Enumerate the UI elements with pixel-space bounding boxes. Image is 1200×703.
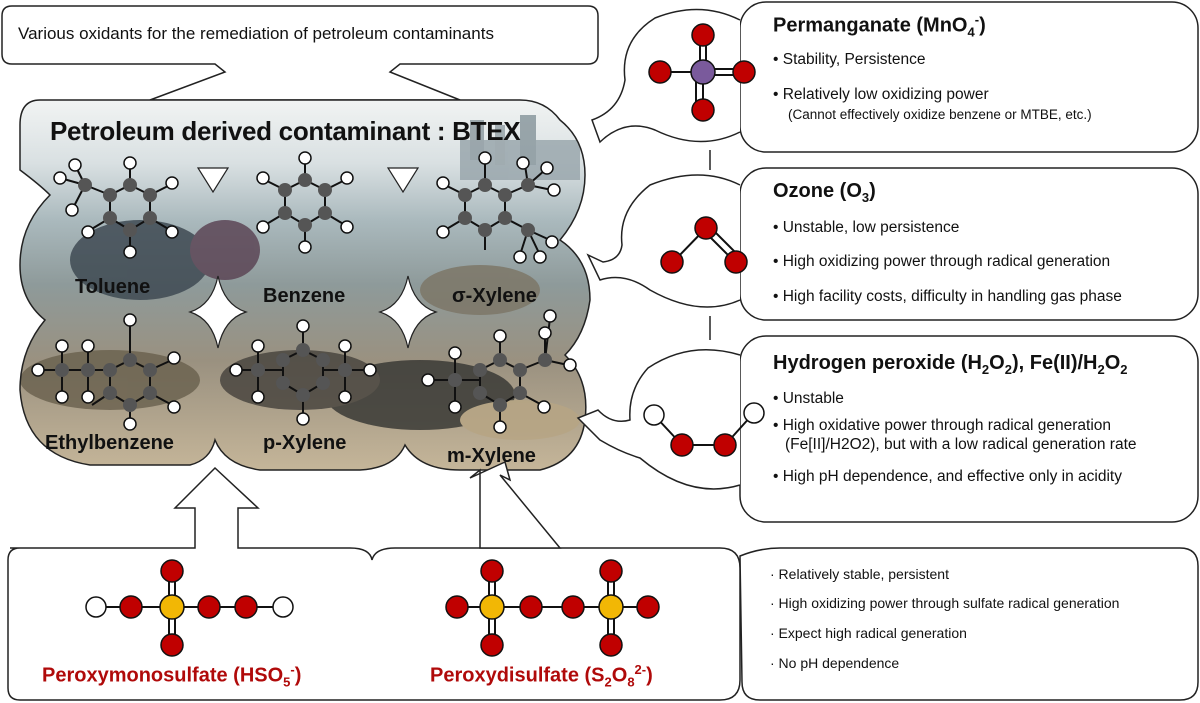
ozone-bullet: • Unstable, low persistence (773, 219, 960, 236)
pms-molecule (85, 559, 294, 657)
pds-label: Peroxydisulfate (S2O82-) (430, 662, 653, 690)
molecule-label-ethylbenzene: Ethylbenzene (45, 432, 174, 454)
ozone-bubble (586, 174, 741, 308)
peroxide-molecule (643, 402, 765, 457)
molecule-label-toluene: Toluene (75, 276, 151, 298)
persulfate-note: · High oxidizing power through sulfate r… (770, 595, 1120, 611)
triangle-marker (386, 167, 420, 194)
p-xylene-molecule (229, 319, 377, 426)
header-title: Various oxidants for the remediation of … (18, 24, 494, 43)
peroxide-bullet: • High oxidative power through radical g… (773, 417, 1112, 434)
permanganate-bullet: • Relatively low oxidizing power (773, 86, 989, 103)
persulfate-note: · Expect high radical generation (770, 625, 967, 641)
ozone-title: Ozone (O3) (773, 180, 876, 205)
persulfate-area (7, 460, 741, 701)
ozone-bullet: • High oxidizing power through radical g… (773, 253, 1111, 270)
persulfate-note: · Relatively stable, persistent (770, 566, 949, 582)
ethylbenzene-molecule (31, 313, 181, 431)
toluene-molecule (53, 156, 179, 259)
peroxide-bullet: • High pH dependence, and effective only… (773, 468, 1122, 485)
permanganate-bullet: • Stability, Persistence (773, 51, 926, 68)
permanganate-molecule (648, 23, 756, 122)
pms-label: Peroxymonosulfate (HSO5-) (42, 662, 302, 690)
molecule-label-m-xylene: m-Xylene (447, 445, 536, 467)
molecule-label-p-xylene: p-Xylene (263, 432, 347, 454)
permanganate-title: Permanganate (MnO4-) (773, 12, 986, 40)
pds-molecule (445, 559, 660, 657)
ozone-bullet: • High facility costs, difficulty in han… (773, 288, 1122, 305)
peroxide-bullet-continued: (Fe[II]/H2O2), but with a low radical ge… (785, 436, 1137, 453)
molecule-label-o-xylene: σ-Xylene (452, 285, 537, 307)
persulfate-notes-box (739, 547, 1199, 701)
persulfate-note: · No pH dependence (770, 655, 900, 671)
ozone-molecule (660, 216, 748, 274)
molecule-label-benzene: Benzene (263, 285, 346, 307)
m-xylene-molecule (421, 309, 577, 434)
diamond-marker (188, 275, 248, 349)
peroxide-title: Hydrogen peroxide (H2O2), Fe(II)/H2O2 (773, 352, 1128, 377)
o-xylene-molecule (436, 151, 561, 264)
permanganate-note: (Cannot effectively oxidize benzene or M… (788, 107, 1092, 122)
peroxide-bullet: • Unstable (773, 390, 844, 407)
diamond-marker (378, 275, 438, 349)
header-callout (1, 5, 599, 101)
triangle-marker (196, 167, 230, 194)
benzene-molecule (256, 151, 354, 254)
btex-title: Petroleum derived contaminant : BTEX (50, 116, 521, 146)
